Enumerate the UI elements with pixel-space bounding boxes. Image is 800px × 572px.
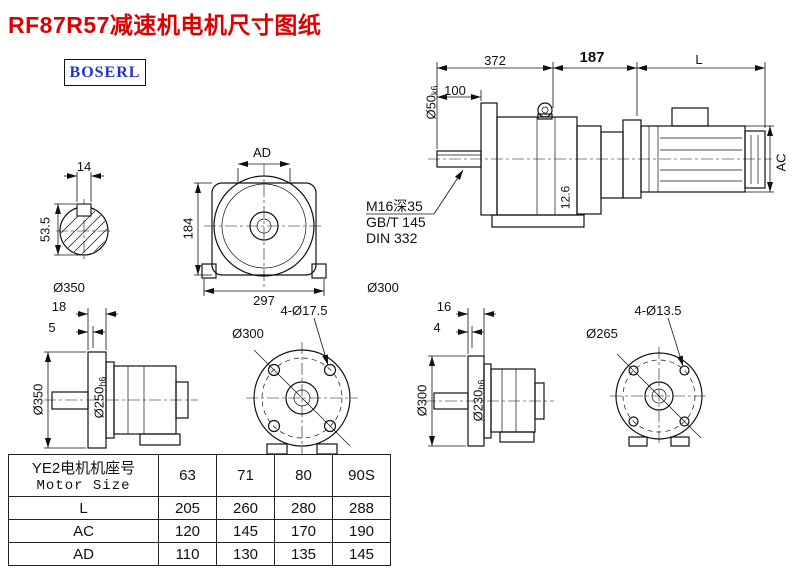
dim-184: 184 (180, 217, 196, 240)
dim-297: 297 (253, 293, 275, 308)
dim-ac: AC (773, 153, 789, 172)
table-size-90s: 90S (332, 454, 391, 497)
dim-bl-flange-od: Ø350 (30, 383, 46, 416)
dim-bl-bolt-circle: Ø300 (232, 326, 264, 341)
dim-18: 18 (51, 299, 67, 314)
dim-372: 372 (484, 53, 506, 68)
cell-ac-71: 145 (216, 519, 275, 543)
motor-size-table: YE2电机机座号 Motor Size 63 71 80 90S L 205 2… (8, 454, 391, 566)
view-flange350-side (44, 308, 198, 449)
table-header-en: Motor Size (36, 478, 131, 494)
dim-16: 16 (436, 299, 452, 314)
table-header-cn: YE2电机机座号 (31, 460, 136, 477)
view-front (194, 161, 327, 296)
dim-flange-300: Ø300 (367, 280, 399, 295)
view-flange350-front (246, 317, 358, 455)
dim-keyway-height: 53.5 (37, 216, 53, 243)
cell-ac-80: 170 (274, 519, 333, 543)
table-size-63: 63 (158, 454, 217, 497)
table-row-ac: AC 120 145 170 190 (8, 519, 391, 543)
dim-12-6: 12.6 (558, 185, 573, 210)
cell-ad-80: 135 (274, 542, 333, 566)
cell-ad-63: 110 (158, 542, 217, 566)
table-header-motor-size: YE2电机机座号 Motor Size (8, 454, 159, 497)
dim-4: 4 (433, 320, 441, 335)
cell-l-71: 260 (216, 496, 275, 520)
dim-5: 5 (48, 320, 56, 335)
cell-ad-90s: 145 (332, 542, 391, 566)
dim-l: L (695, 52, 703, 67)
view-flange300-front (610, 317, 708, 447)
dim-keyway-width: 14 (76, 159, 92, 174)
row-label-ac: AC (8, 519, 159, 543)
page-title: RF87R57减速机电机尺寸图纸 (8, 12, 322, 38)
table-size-80: 80 (274, 454, 333, 497)
row-label-ad: AD (8, 542, 159, 566)
view-main-side (366, 62, 774, 228)
dim-ad: AD (252, 145, 272, 160)
dim-bl-spigot: Ø250h6 (91, 376, 108, 419)
dim-flange-350: Ø350 (53, 280, 85, 295)
cell-l-63: 205 (158, 496, 217, 520)
table-row-ad: AD 110 130 135 145 (8, 542, 391, 566)
dim-187: 187 (579, 49, 605, 66)
note-thread: M16深35 (366, 198, 423, 214)
brand-logo: BOSERL (64, 59, 146, 86)
dim-shaft-diameter: Ø50k6 (423, 85, 440, 120)
cell-l-80: 280 (274, 496, 333, 520)
cell-ac-90s: 190 (332, 519, 391, 543)
table-row-l: L 205 260 280 288 (8, 496, 391, 520)
note-gbt-standard: GB/T 145 (366, 214, 426, 230)
dim-100: 100 (444, 83, 466, 98)
table-size-71: 71 (216, 454, 275, 497)
cell-ac-63: 120 (158, 519, 217, 543)
note-din-standard: DIN 332 (366, 230, 418, 246)
dim-bl-holes: 4-Ø17.5 (280, 303, 328, 318)
dim-br-holes: 4-Ø13.5 (634, 303, 682, 318)
cell-l-90s: 288 (332, 496, 391, 520)
cell-ad-71: 130 (216, 542, 275, 566)
dim-br-bolt-circle: Ø265 (586, 326, 618, 341)
dim-br-spigot: Ø230h6 (470, 379, 487, 422)
dim-br-flange-od: Ø300 (414, 384, 430, 417)
view-flange300-side (424, 308, 554, 447)
row-label-l: L (8, 496, 159, 520)
